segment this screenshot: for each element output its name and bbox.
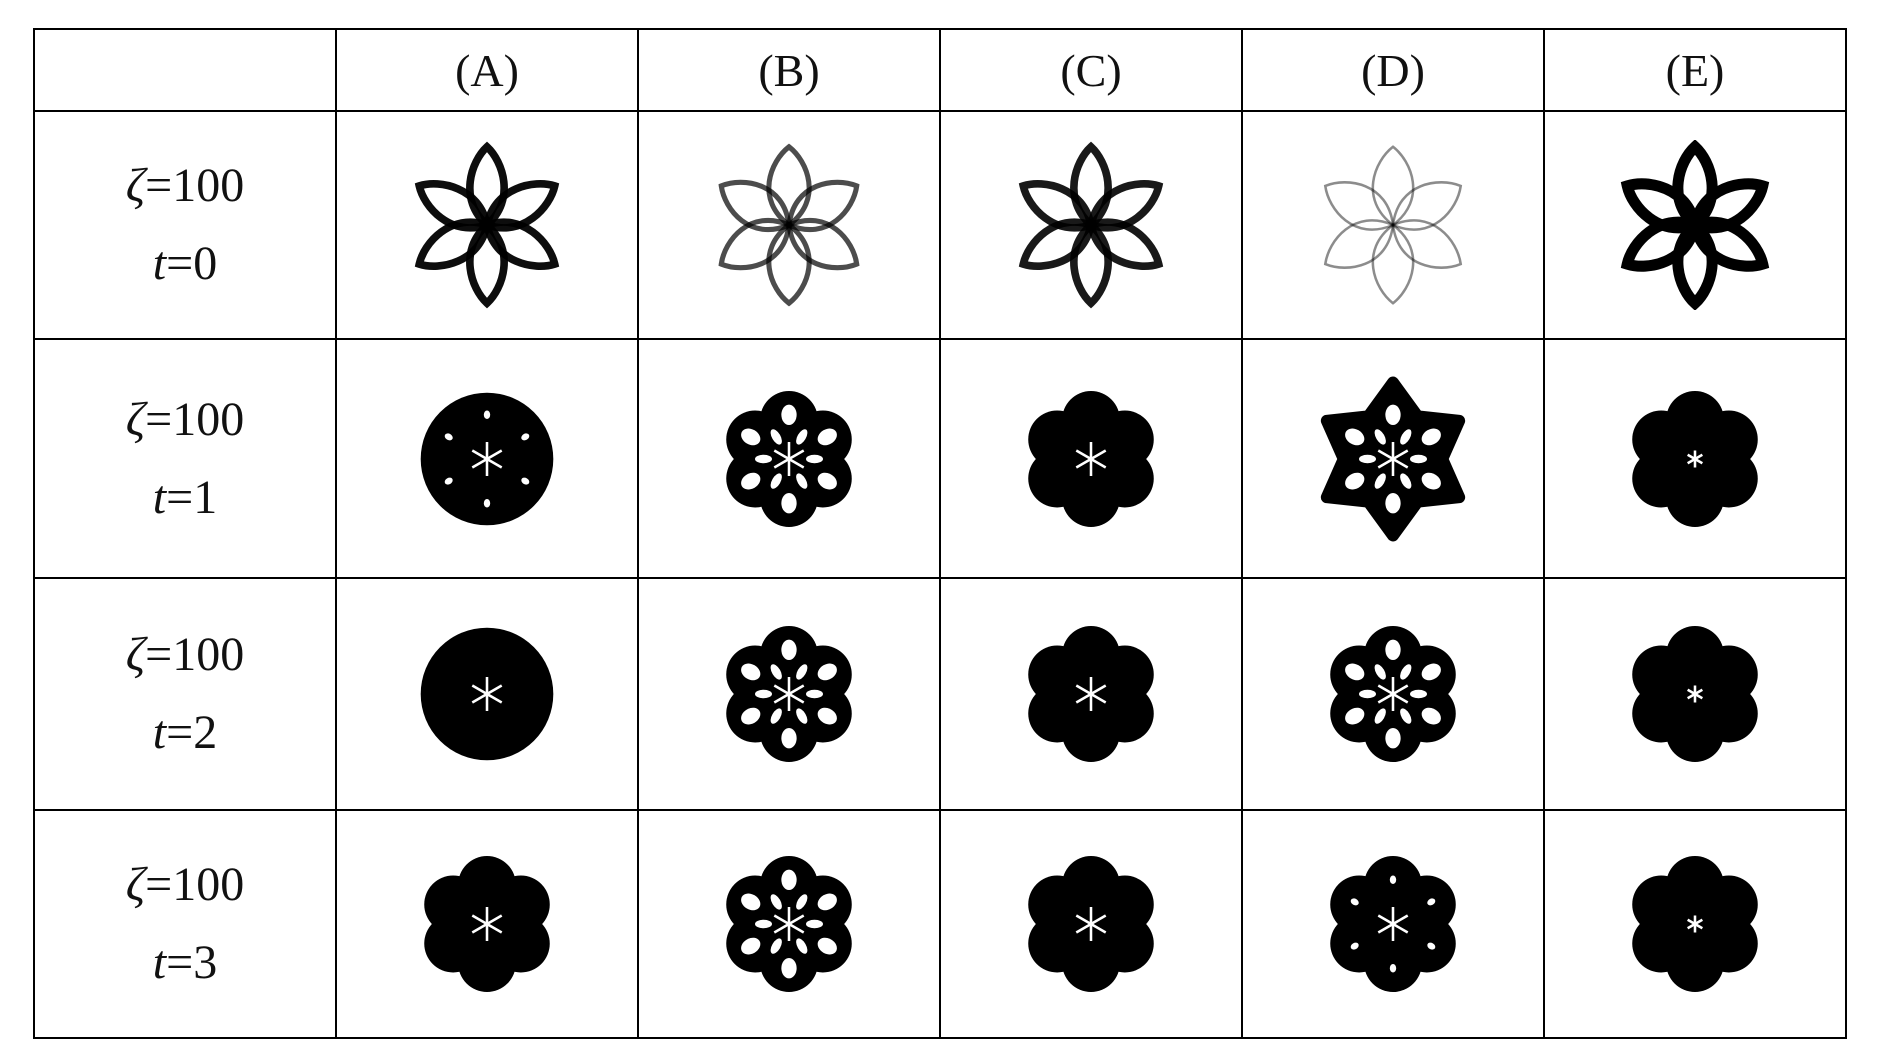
figure-table: (A) (B) (C) (D) (E) ζ=100 t=0 ζ=100 t=1 …: [33, 28, 1847, 1039]
column-header-a: (A): [335, 28, 639, 112]
pattern-cell-c: [939, 809, 1243, 1039]
time-line: t=0: [35, 225, 335, 303]
pattern-cell-a: [335, 110, 639, 340]
pattern-cell-e: [1543, 338, 1847, 579]
time-value: =2: [166, 706, 218, 759]
table-row: ζ=100 t=1: [33, 338, 1847, 579]
zeta-value: =100: [145, 858, 245, 911]
pattern-cell-c: [939, 338, 1243, 579]
filled-disc-pattern-icon: [420, 627, 554, 761]
zeta-line: ζ=100: [35, 616, 335, 694]
pattern-cell-c: [939, 110, 1243, 340]
pattern-cell-d: [1241, 338, 1545, 579]
time-value: =3: [166, 936, 218, 989]
zeta-symbol: ζ: [125, 858, 146, 911]
column-header-d: (D): [1241, 28, 1545, 112]
six-petal-outline-pattern-icon: [718, 143, 860, 307]
six-petal-outline-pattern-icon: [414, 141, 560, 309]
six-petal-outline-pattern-icon: [1323, 145, 1463, 305]
table-row: ζ=100 t=0: [33, 110, 1847, 340]
corner-cell: [33, 28, 337, 112]
zeta-symbol: ζ: [125, 628, 146, 681]
filled-hexagonal-blob-pattern-icon: [726, 390, 852, 527]
pattern-cell-b: [637, 809, 941, 1039]
pattern-cell-e: [1543, 577, 1847, 811]
column-header-c: (C): [939, 28, 1243, 112]
filled-hexagonal-blob-pattern-icon: [1632, 626, 1758, 762]
pattern-cell-b: [637, 338, 941, 579]
pattern-cell-d: [1241, 577, 1545, 811]
row-label: ζ=100 t=2: [33, 577, 337, 811]
zeta-symbol: ζ: [125, 159, 146, 212]
filled-hexagonal-blob-pattern-icon: [726, 856, 852, 992]
filled-hexagonal-blob-pattern-icon: [1632, 390, 1758, 527]
hexagram-pattern-icon: [1320, 376, 1466, 541]
time-value: =0: [166, 237, 218, 290]
column-header-e: (E): [1543, 28, 1847, 112]
filled-disc-pattern-icon: [420, 392, 554, 525]
pattern-cell-a: [335, 809, 639, 1039]
time-symbol: t: [152, 237, 167, 290]
row-label: ζ=100 t=3: [33, 809, 337, 1039]
zeta-value: =100: [145, 628, 245, 681]
six-petal-outline-pattern-icon: [1620, 140, 1770, 310]
filled-hexagonal-blob-pattern-icon: [1330, 626, 1456, 762]
filled-hexagonal-blob-pattern-icon: [1028, 390, 1154, 527]
pattern-cell-d: [1241, 809, 1545, 1039]
table-row: ζ=100 t=3: [33, 809, 1847, 1039]
filled-hexagonal-blob-pattern-icon: [1028, 626, 1154, 762]
time-line: t=2: [35, 694, 335, 772]
pattern-cell-a: [335, 338, 639, 579]
zeta-value: =100: [145, 392, 245, 446]
zeta-line: ζ=100: [35, 846, 335, 924]
filled-hexagonal-blob-pattern-icon: [1028, 856, 1154, 992]
pattern-cell-b: [637, 110, 941, 340]
zeta-symbol: ζ: [125, 392, 146, 446]
pattern-cell-a: [335, 577, 639, 811]
table-row: ζ=100 t=2: [33, 577, 1847, 811]
time-symbol: t: [152, 936, 167, 989]
row-label: ζ=100 t=1: [33, 338, 337, 579]
pattern-cell-d: [1241, 110, 1545, 340]
header-row: (A) (B) (C) (D) (E): [33, 28, 1847, 112]
pattern-cell-e: [1543, 809, 1847, 1039]
time-line: t=3: [35, 924, 335, 1002]
pattern-cell-c: [939, 577, 1243, 811]
column-header-b: (B): [637, 28, 941, 112]
row-label: ζ=100 t=0: [33, 110, 337, 340]
time-symbol: t: [152, 706, 167, 759]
time-line: t=1: [35, 459, 335, 537]
pattern-cell-b: [637, 577, 941, 811]
filled-hexagonal-blob-pattern-icon: [726, 626, 852, 762]
filled-hexagonal-blob-pattern-icon: [424, 856, 550, 992]
time-value: =1: [166, 470, 218, 524]
filled-hexagonal-blob-pattern-icon: [1632, 856, 1758, 992]
filled-hexagonal-blob-pattern-icon: [1330, 856, 1456, 992]
pattern-cell-e: [1543, 110, 1847, 340]
time-symbol: t: [152, 470, 167, 524]
zeta-value: =100: [145, 159, 245, 212]
zeta-line: ζ=100: [35, 381, 335, 459]
six-petal-outline-pattern-icon: [1018, 141, 1164, 309]
zeta-line: ζ=100: [35, 147, 335, 225]
